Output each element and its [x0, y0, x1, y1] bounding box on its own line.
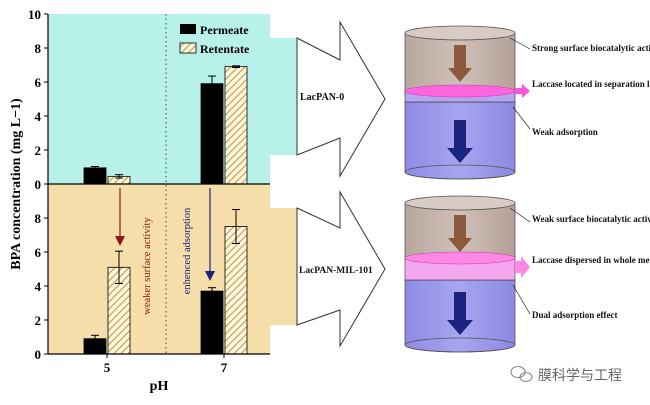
- laccase-layer: [404, 84, 516, 98]
- annotation-arrowhead-left: [115, 236, 125, 246]
- label-line: Weak surface biocatalytic activity: [532, 214, 650, 224]
- flow-arrow-down-brown: [448, 45, 472, 82]
- bar-lacpan-0-permeate-ph5: [83, 167, 107, 185]
- laccase-pointer-arrow: [515, 84, 530, 98]
- label-line: Strong surface biocatalytic activity: [532, 43, 650, 53]
- callout-line-3: [512, 106, 531, 130]
- callout-line-3: [512, 284, 531, 315]
- callout-line-1: [509, 37, 531, 50]
- x-tick-label: 7: [221, 360, 228, 375]
- label-line: Weak adsorption: [532, 127, 598, 137]
- connector-arrows: [296, 20, 386, 348]
- diagram-label: Weak surface biocatalytic activity: [532, 214, 650, 224]
- legend-label-permeate: Permeate: [200, 23, 249, 37]
- diagram-label: Weak adsorption: [532, 127, 598, 137]
- annotation-text-left: weaker surface activity: [142, 217, 153, 315]
- y-axis-label: BPA concentration (mg L−1): [9, 98, 24, 270]
- flow-arrow-down-blue: [447, 120, 473, 163]
- diagram-label: Laccase dispersed in whole membrane: [532, 255, 650, 265]
- cylinder-top-lid: [404, 195, 516, 211]
- legend-swatch-retentate: [179, 42, 197, 54]
- diagram-label: Laccase located in separation layer: [532, 79, 650, 89]
- cylinder-top-lid: [404, 25, 516, 41]
- label-line: Dual adsorption effect: [532, 310, 618, 320]
- y-tick-lower-label: 4: [35, 279, 42, 294]
- connector-arrow-bottom: [296, 190, 386, 348]
- cylinder-bottom-base: [404, 337, 516, 353]
- bar-lacpan-0-permeate-ph7: [200, 83, 224, 185]
- laccase-pointer-arrow: [515, 256, 530, 278]
- panel-label-bottom: LacPAN-MIL-101: [299, 266, 373, 276]
- bar-lacpan-mil-101-retentate-ph7: [224, 226, 248, 355]
- y-tick-upper-label: 6: [35, 75, 42, 90]
- panel-background-bottom: [48, 184, 297, 354]
- membrane-diagram-top: Strong surface biocatalytic activity Lac…: [404, 25, 650, 180]
- bar-lacpan-mil-101-permeate-ph7: [200, 290, 224, 355]
- annotation-text-right: enhenced adsorption: [182, 207, 193, 294]
- diagram-label: Strong surface biocatalytic activity: [532, 43, 650, 53]
- watermark-text: 膜科学与工程: [538, 368, 622, 384]
- flow-arrow-down-brown: [448, 215, 472, 252]
- bar-lacpan-0-retentate-ph7: [224, 66, 248, 185]
- cylinder-bottom-base: [404, 164, 516, 180]
- watermark: 膜科学与工程: [510, 365, 622, 384]
- y-tick-lower-label: 2: [35, 313, 42, 328]
- y-tick-upper-label: 8: [35, 41, 42, 56]
- y-tick-upper-label: 10: [28, 7, 41, 22]
- x-tick-label: 5: [104, 360, 111, 375]
- callout-line-1: [509, 207, 531, 223]
- axis-ticks: 0 2 4 6 8 10 0 2 4 6 8 5 7: [28, 7, 228, 375]
- y-tick-upper-label: 2: [35, 143, 42, 158]
- y-tick-lower-label: 6: [35, 245, 42, 260]
- legend-swatch-permeate: [180, 24, 196, 34]
- x-axis-label: pH: [150, 379, 169, 394]
- y-tick-lower-label: 0: [35, 347, 42, 362]
- legend: Permeate Retentate: [179, 23, 250, 56]
- connector-arrow-top: [296, 20, 386, 178]
- diagram-label: Dual adsorption effect: [532, 310, 618, 320]
- panel-label-top: LacPAN-0: [300, 92, 344, 103]
- flow-arrow-down-blue: [447, 292, 473, 335]
- y-tick-lower-label: 8: [35, 211, 42, 226]
- panel-background-top: [48, 14, 297, 184]
- annotation-arrowhead-right: [205, 271, 215, 281]
- membrane-diagram-bottom: Weak surface biocatalytic activity Lacca…: [404, 195, 650, 353]
- laccase-layer: [404, 251, 516, 265]
- annotation-right: enhenced adsorption: [182, 188, 215, 294]
- legend-label-retentate: Retentate: [200, 42, 250, 56]
- y-tick-upper-label: 4: [35, 109, 42, 124]
- y-tick-upper-label: 0: [35, 177, 42, 192]
- annotation-left: weaker surface activity: [115, 188, 153, 315]
- wechat-icon: [510, 365, 533, 383]
- label-line: Laccase located in separation layer: [532, 79, 650, 89]
- label-line: Laccase dispersed in whole membrane: [532, 255, 650, 265]
